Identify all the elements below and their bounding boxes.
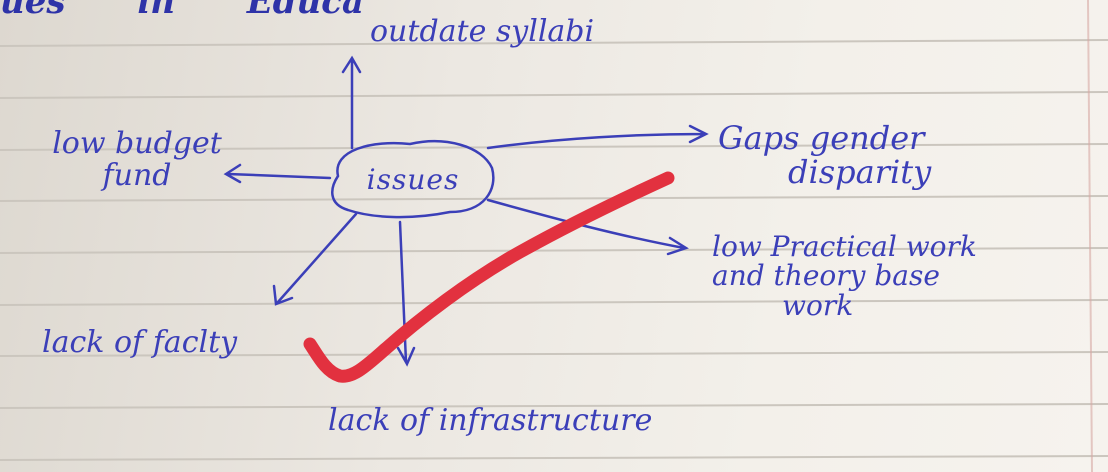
branch-practical-work-line-3: work	[782, 288, 854, 322]
branch-practical-work: low Practical work and theory base work	[712, 230, 1102, 322]
branch-lack-of-infrastructure: lack of infrastructure	[328, 403, 653, 438]
issues-node-label: issues	[366, 163, 460, 196]
branch-lack-of-faculty: lack of faclty	[42, 325, 238, 360]
arrow-to-top	[341, 55, 362, 150]
branch-gender-gaps: Gaps gender disparity	[718, 119, 1038, 191]
branch-low-budget-line-1: low budget	[52, 126, 222, 161]
heading-word-1: ues	[0, 0, 66, 22]
page-heading-fragment: ues in Educa	[0, 0, 424, 22]
heading-word-3: Educa	[246, 0, 364, 22]
branch-outdated-syllabus: outdate syllabi	[370, 14, 595, 49]
heading-word-2: in	[137, 0, 175, 22]
branch-gender-gaps-line-2: disparity	[788, 152, 932, 191]
arrow-to-right-upper	[486, 124, 709, 150]
arrow-to-left	[223, 163, 332, 184]
branch-practical-work-line-2: and theory base	[712, 259, 940, 293]
branch-low-budget: low budget fund	[22, 128, 252, 191]
branch-practical-work-line-1: low Practical work	[712, 230, 977, 263]
issues-node-outline	[331, 140, 495, 219]
branch-gender-gaps-line-1: Gaps gender	[718, 119, 925, 157]
arrow-to-right-lower	[486, 198, 689, 256]
arrow-to-bottom-left	[272, 212, 358, 306]
branch-low-budget-line-2: fund	[102, 157, 172, 193]
